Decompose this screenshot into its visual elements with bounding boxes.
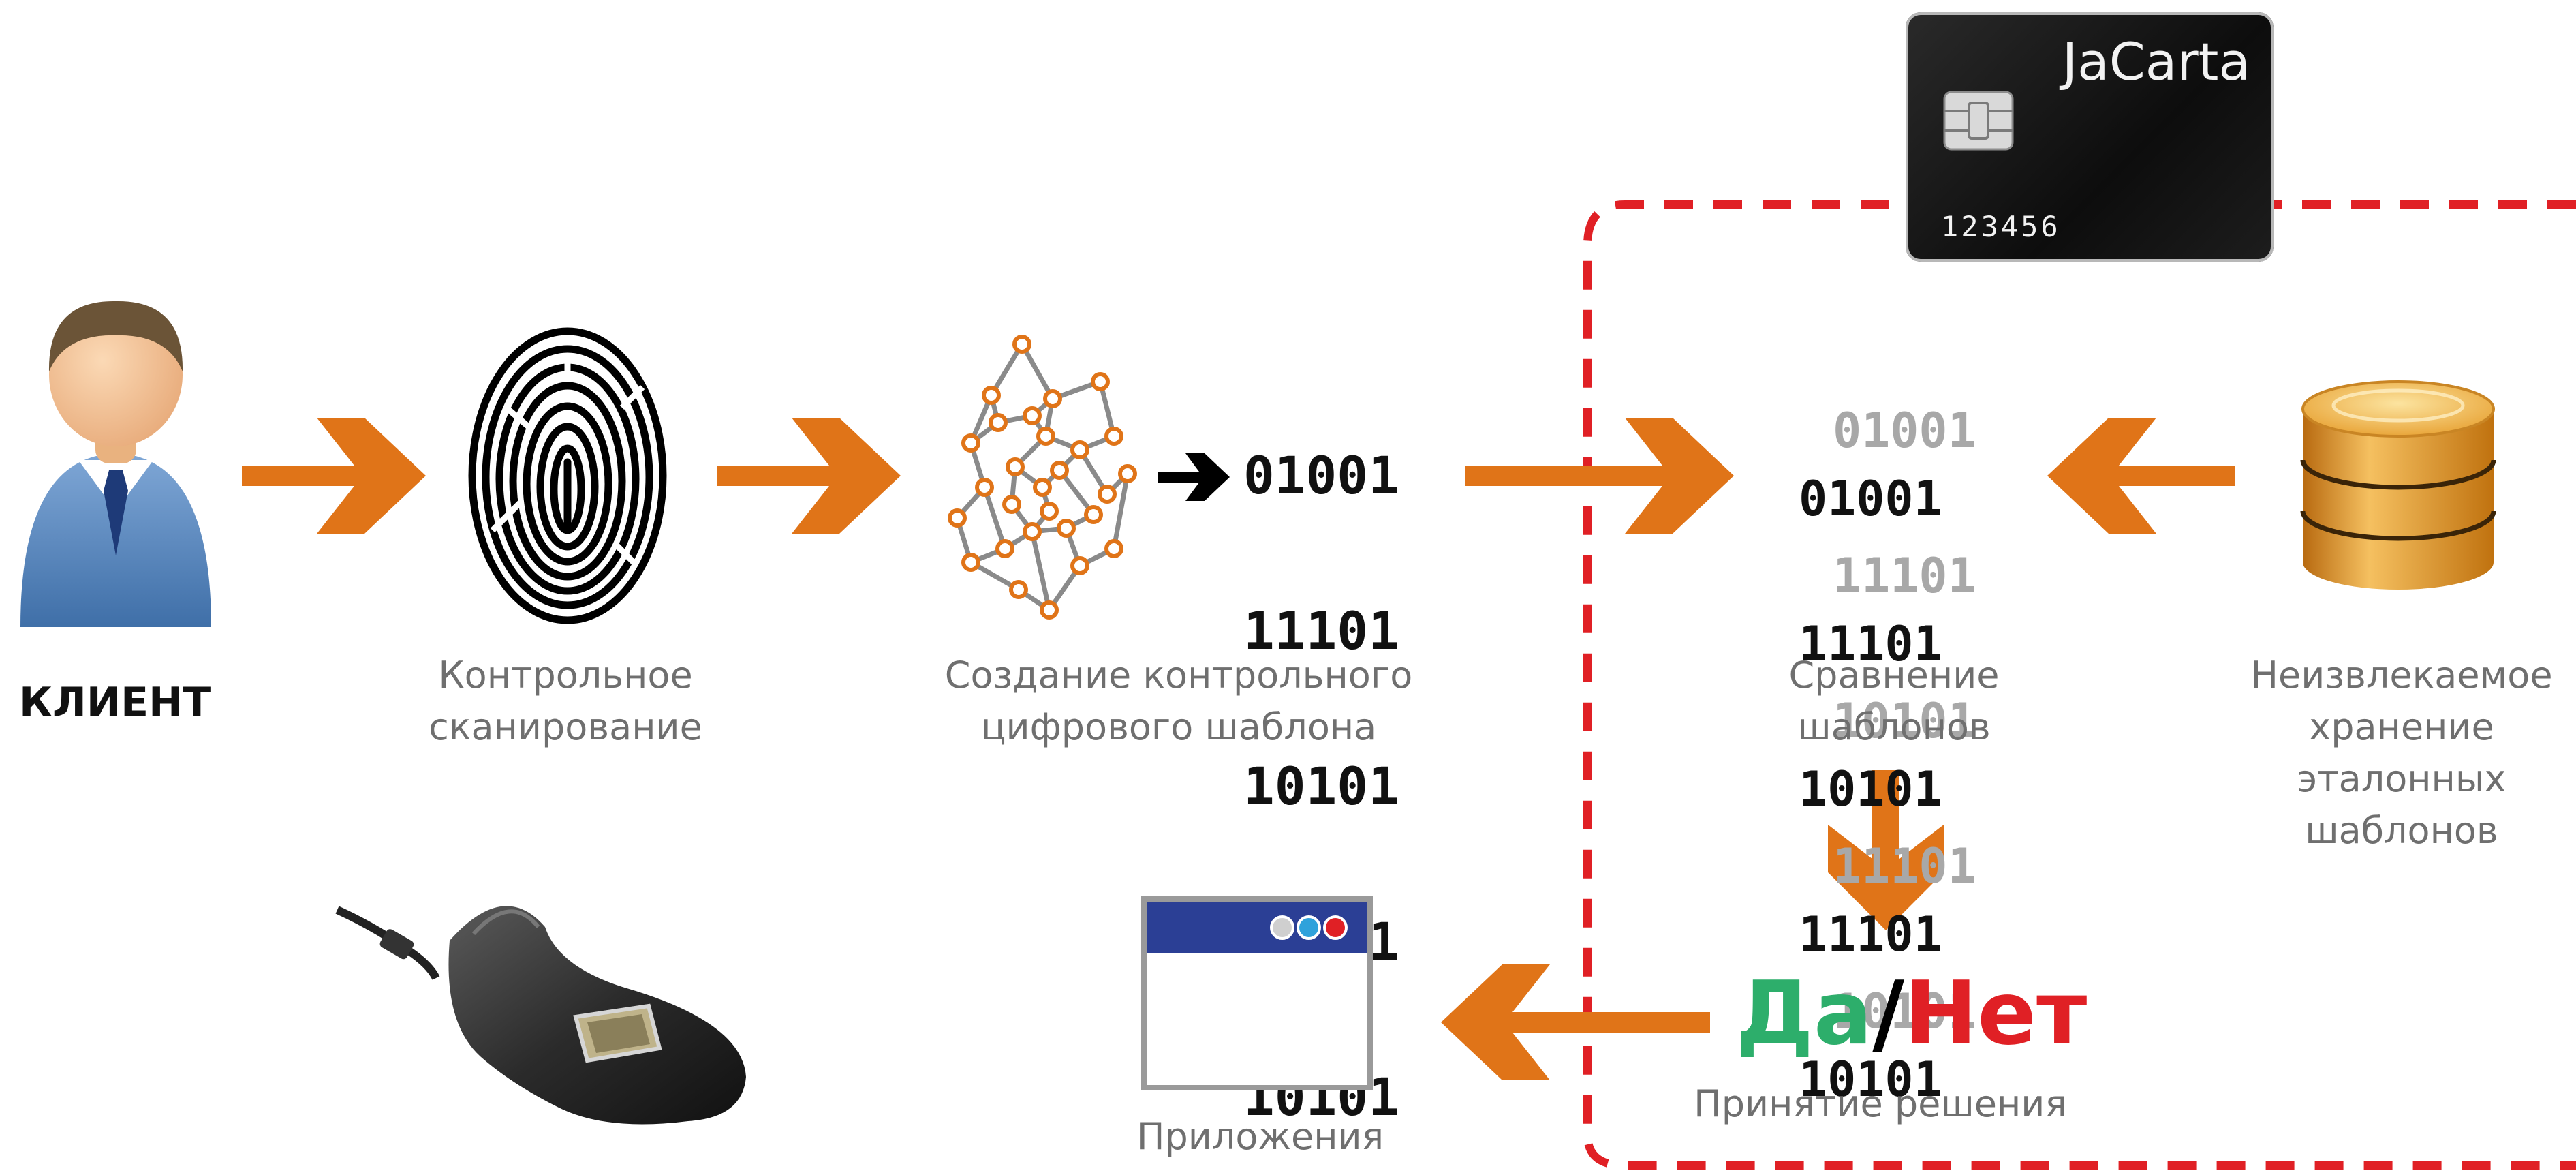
arrow-right-icon [717,418,901,534]
binary-line: 01001 [1243,445,1399,506]
scan-caption: Контрольное сканирование [429,654,702,748]
client-label: КЛИЕНТ [19,679,211,727]
jacarta-card: JaCarta 123456 [1906,12,2274,262]
decision-no: Нет [1904,963,2088,1065]
decision-yes: Да [1736,963,1873,1065]
decision-separator: / [1872,963,1905,1065]
decision-result: Да/Нет [1736,971,2087,1058]
binary-line: 10101 [1833,983,1976,1039]
binary-line: 10101 [1799,761,1942,817]
arrow-right-icon [1158,453,1230,501]
fingerprint-icon [468,327,667,624]
binary-line: 11101 [1833,548,1976,604]
binary-stored: 01001 11101 10101 11101 10101 [1833,310,1976,1084]
binary-line: 01001 [1799,471,1942,527]
fingerprint-minutiae-icon [948,335,1137,620]
template-caption: Создание контрольного цифрового шаблона [944,654,1413,748]
binary-line: 10101 [1243,756,1399,817]
arrow-left-icon [1441,964,1710,1080]
chip-icon [1943,91,2014,151]
binary-line: 11101 [1799,616,1942,672]
decision-caption: Принятие решения [1694,1082,2067,1125]
storage-caption: Неизвлекаемое хранение эталонных шаблоно… [2250,654,2553,852]
fingerprint-scanner-icon [335,906,746,1125]
arrow-down-icon [1828,770,1944,930]
apps-caption: Приложения [1136,1115,1384,1158]
application-window-icon [1141,896,1373,1090]
arrow-right-icon [1465,418,1734,534]
binary-candidate: 01001 11101 10101 11101 10101 [1799,378,1942,1153]
user-icon [20,301,211,627]
binary-line: 10101 [1833,693,1976,749]
binary-line: 11101 [1243,600,1399,661]
binary-line: 11101 [1833,838,1976,894]
database-icon [2300,380,2496,590]
compare-caption: Сравнение шаблонов [1788,654,2000,748]
arrow-left-icon [2047,418,2235,534]
binary-line: 10101 [1799,1052,1942,1108]
card-brand: JaCarta [2062,31,2250,92]
card-number: 123456 [1941,210,2061,243]
arrow-right-icon [242,418,426,534]
binary-line: 01001 [1833,403,1976,459]
binary-line: 11101 [1799,906,1942,962]
